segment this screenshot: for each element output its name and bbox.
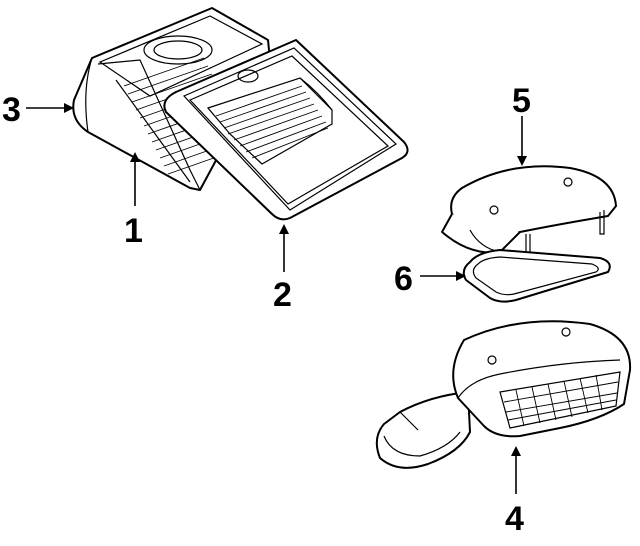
lamp-assembly-part-4	[375, 320, 632, 469]
leaders	[26, 103, 527, 494]
callout-label-5: 5	[512, 82, 531, 120]
bezel-lens-slats	[215, 85, 329, 159]
callout-label-1: 1	[124, 212, 143, 250]
lamp-cover-part-5	[441, 165, 617, 261]
callout-label-3: 3	[2, 91, 21, 129]
gasket-part-6	[462, 249, 611, 303]
lamp-lens-grid	[503, 374, 619, 427]
callout-label-6: 6	[394, 260, 413, 298]
callout-label-2: 2	[273, 276, 292, 314]
callout-label-4: 4	[505, 500, 524, 538]
bezel-part-2	[163, 39, 409, 221]
